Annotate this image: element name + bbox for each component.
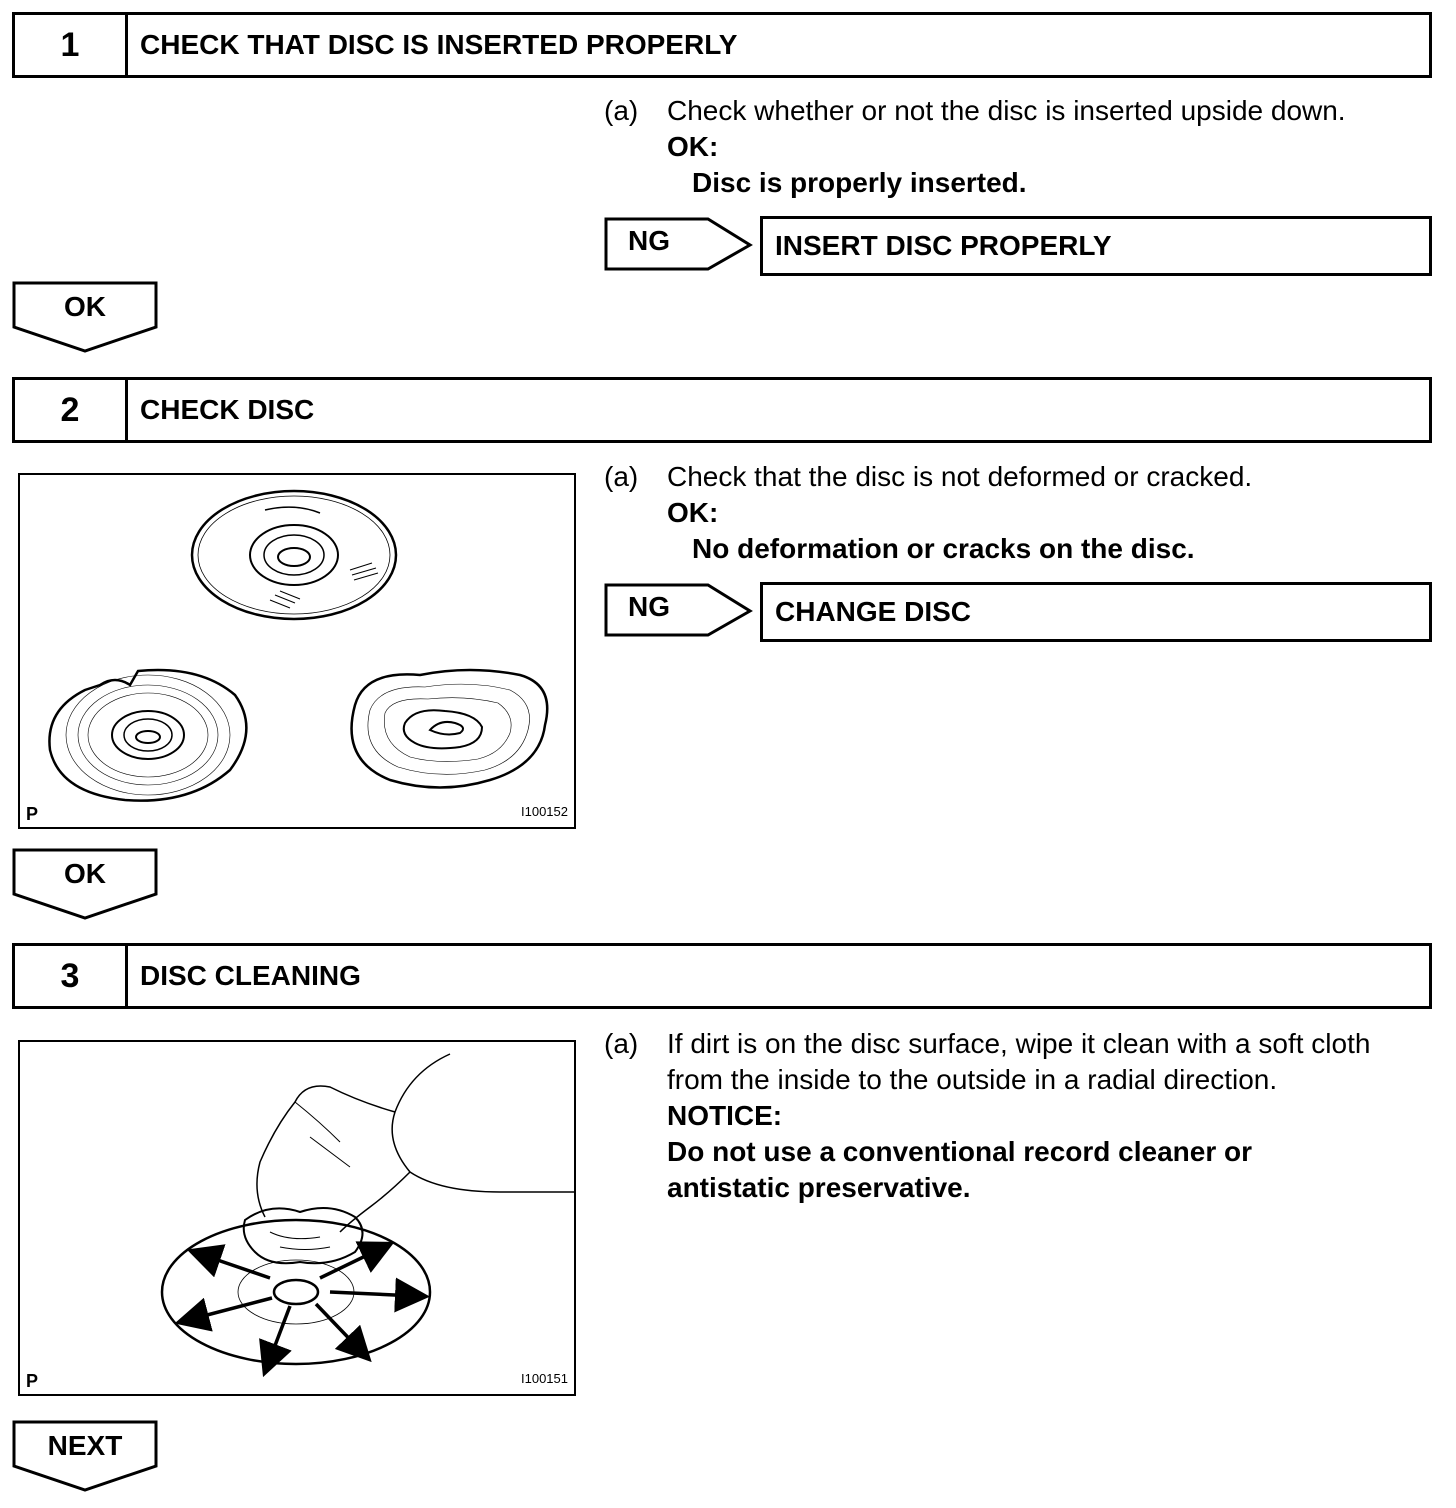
disc-cleaning-figure: P I100151 bbox=[18, 1040, 576, 1396]
ok-text: No deformation or cracks on the disc. bbox=[692, 533, 1195, 564]
ng-action-box: CHANGE DISC bbox=[760, 582, 1432, 642]
step-number: 3 bbox=[15, 946, 128, 1006]
step-3-instructions: (a) If dirt is on the disc surface, wipe… bbox=[604, 1026, 1434, 1206]
disc-condition-figure: P I100152 bbox=[18, 473, 576, 829]
step-2-header: 2 CHECK DISC bbox=[12, 377, 1432, 443]
step-1-header: 1 CHECK THAT DISC IS INSERTED PROPERLY bbox=[12, 12, 1432, 78]
step-2-instructions: (a) Check that the disc is not deformed … bbox=[604, 459, 1434, 567]
step-3-header: 3 DISC CLEANING bbox=[12, 943, 1432, 1009]
figure-corner-letter: P bbox=[26, 804, 39, 824]
item-tag: (a) bbox=[604, 95, 639, 126]
ok-heading: OK: bbox=[667, 497, 719, 528]
notice-text: Do not use a conventional record cleaner… bbox=[667, 1136, 1253, 1167]
next-label: NEXT bbox=[47, 1430, 123, 1461]
ok-text: Disc is properly inserted. bbox=[692, 167, 1027, 198]
disc-illustration bbox=[48, 489, 549, 802]
ok-next-arrow: OK bbox=[12, 848, 160, 922]
instruction-text: Check that the disc is not deformed or c… bbox=[667, 461, 1253, 492]
ok-heading: OK: bbox=[667, 131, 719, 162]
next-arrow: NEXT bbox=[12, 1420, 160, 1494]
item-tag: (a) bbox=[604, 1028, 639, 1059]
down-arrow-shape bbox=[12, 848, 158, 920]
step-number: 1 bbox=[15, 15, 128, 75]
figure-id: I100151 bbox=[521, 1371, 568, 1386]
step-title: CHECK DISC bbox=[140, 394, 315, 425]
step-1-instructions: (a) Check whether or not the disc is ins… bbox=[604, 93, 1434, 201]
ng-action-box: INSERT DISC PROPERLY bbox=[760, 216, 1432, 276]
ok-label: OK bbox=[64, 858, 106, 889]
ng-arrow-shape bbox=[604, 583, 753, 637]
step-number: 2 bbox=[15, 380, 128, 440]
down-arrow-shape bbox=[12, 1420, 158, 1492]
step-title: DISC CLEANING bbox=[140, 960, 361, 991]
ng-indicator: NG bbox=[604, 583, 754, 639]
instruction-text: Check whether or not the disc is inserte… bbox=[667, 95, 1346, 126]
cleaning-illustration bbox=[160, 1053, 574, 1378]
figure-id: I100152 bbox=[521, 804, 568, 819]
down-arrow-shape bbox=[12, 281, 158, 353]
ng-arrow-shape bbox=[604, 217, 753, 271]
ok-label: OK bbox=[64, 291, 106, 322]
ng-label: NG bbox=[628, 225, 670, 256]
ng-indicator: NG bbox=[604, 217, 754, 273]
notice-heading: NOTICE: bbox=[667, 1100, 783, 1131]
step-title: CHECK THAT DISC IS INSERTED PROPERLY bbox=[140, 29, 738, 60]
item-tag: (a) bbox=[604, 461, 639, 492]
notice-text-continued: antistatic preservative. bbox=[667, 1172, 971, 1203]
ok-next-arrow: OK bbox=[12, 281, 160, 355]
figure-corner-letter: P bbox=[26, 1371, 39, 1391]
instruction-text: If dirt is on the disc surface, wipe it … bbox=[667, 1028, 1371, 1059]
ng-label: NG bbox=[628, 591, 670, 622]
instruction-text-continued: from the inside to the outside in a radi… bbox=[667, 1064, 1278, 1095]
